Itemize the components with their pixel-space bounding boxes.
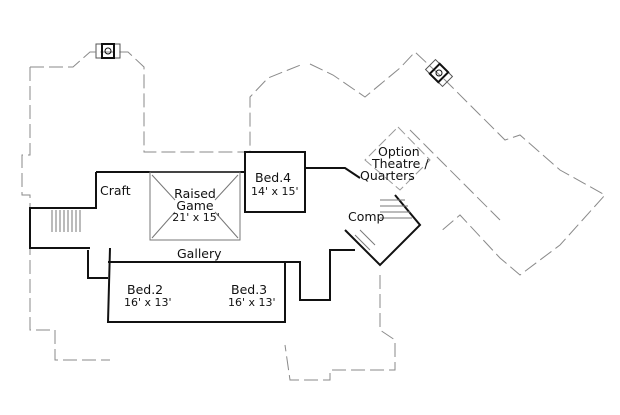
stairs-left: [51, 210, 81, 232]
roof-outline: [21, 51, 606, 381]
stairs-right: [354, 199, 412, 251]
room-label-bed4: Bed.4: [255, 170, 292, 185]
room-label-bed2: Bed.2: [127, 282, 164, 297]
room-dims-raised-game: 21' x 15': [172, 211, 220, 224]
room-label-comp: Comp: [348, 209, 385, 224]
room-label-theatre: Theatre /: [372, 156, 429, 171]
raised-game-ceiling: [149, 171, 241, 241]
room-label-bed3: Bed.3: [231, 282, 268, 297]
room-label-raised-game: Raised: [174, 186, 216, 201]
room-label-quarters: Quarters: [360, 168, 415, 183]
walls: [29, 151, 422, 323]
room-label-raised-game-2: Game: [176, 198, 214, 213]
room-dims-bed3: 16' x 13': [228, 296, 276, 309]
room-label-option: Option: [378, 144, 420, 159]
option-theatre-outline: [364, 126, 431, 191]
room-label-craft: Craft: [100, 183, 131, 198]
room-label-gallery: Gallery: [177, 246, 222, 261]
chimney-icon: [95, 43, 121, 59]
chimney-icon: [424, 58, 454, 88]
room-dims-bed2: 16' x 13': [124, 296, 172, 309]
room-dims-bed4: 14' x 15': [251, 185, 299, 198]
